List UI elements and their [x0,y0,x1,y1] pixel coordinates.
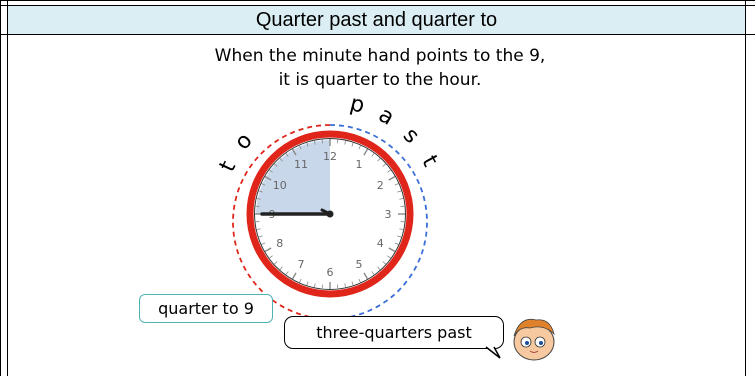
minute-tick [269,255,273,259]
minute-tick [387,255,391,259]
minute-tick [351,281,354,286]
minute-tick [314,140,316,145]
arc-letter: a [374,102,398,130]
minute-ticks [255,139,405,289]
minute-tick [394,242,399,245]
clock-number: 10 [273,179,287,192]
minute-tick [314,283,316,288]
clock-number: 1 [356,158,363,171]
shaded-quarter-past [256,140,330,214]
minute-tick [358,145,361,150]
minute-tick [397,235,402,238]
minute-tick [264,175,272,181]
minute-tick [363,272,369,280]
minute-tick [273,163,278,167]
section-title: Quarter past and quarter to [8,6,745,34]
clock-number: 11 [294,158,308,171]
minute-tick [291,148,297,156]
arc-letter: t [416,152,442,172]
clock-rim-inner [254,138,406,290]
explanation-text: When the minute hand points to the 9, it… [150,44,610,92]
minute-tick [285,271,289,275]
minute-tick [279,157,283,162]
minute-tick [264,247,272,253]
speech-bubble: three-quarters past [284,316,504,349]
minute-tick [261,242,266,245]
table-header-top [0,5,755,6]
minute-tick [279,266,283,271]
minute-tick [358,278,361,283]
arc-letter: t [215,157,241,176]
arc-letter: s [398,123,424,149]
minute-tick [377,266,381,271]
minute-tick [377,157,381,162]
table-left-border [0,0,1,376]
minute-tick [258,190,263,193]
table-right-border [745,0,746,376]
table-inner-left-border [7,0,8,376]
minute-tick [344,140,346,145]
minute-tick [261,183,266,186]
minute-tick [388,247,396,253]
minute-tick [299,278,302,283]
table-top-border [0,0,755,1]
clock-number: 5 [356,258,363,271]
minute-tick [382,163,387,167]
clock-number: 12 [323,150,337,163]
minute-tick [306,142,309,147]
quarter-to-label: quarter to 9 [139,294,273,323]
explanation-line-2: it is quarter to the hour. [278,70,482,90]
minute-tick [397,190,402,193]
minute-tick [371,153,375,157]
past-dashed-arc [329,124,428,320]
minute-tick [269,169,273,173]
minute-tick [399,228,404,230]
minute-tick [394,183,399,186]
minute-tick [299,145,302,150]
clock-number: 3 [385,208,392,221]
table-header-bottom [0,34,755,35]
boy-face-icon [513,318,555,361]
minute-tick [285,153,289,157]
minute-tick [258,235,263,238]
arc-letter: o [230,128,258,154]
clock-center [326,210,334,218]
clock-number: 7 [298,258,305,271]
minute-tick [344,283,346,288]
explanation-line-1: When the minute hand points to the 9, [214,46,546,66]
minute-tick [256,228,261,230]
clock-number: 4 [377,237,384,250]
minute-tick [382,261,387,265]
minute-tick [399,198,404,200]
minute-tick [387,169,391,173]
to-dashed-arc [232,124,331,320]
arc-letter: p [347,91,367,119]
minute-tick [388,175,396,181]
minute-tick [371,271,375,275]
clock-number: 8 [276,237,283,250]
minute-tick [363,148,369,156]
minute-tick [273,261,278,265]
minute-tick [291,272,297,280]
clock-number: 6 [327,266,334,279]
minute-tick [306,281,309,286]
minute-tick [256,198,261,200]
minute-tick [351,142,354,147]
clock-number: 2 [377,179,384,192]
